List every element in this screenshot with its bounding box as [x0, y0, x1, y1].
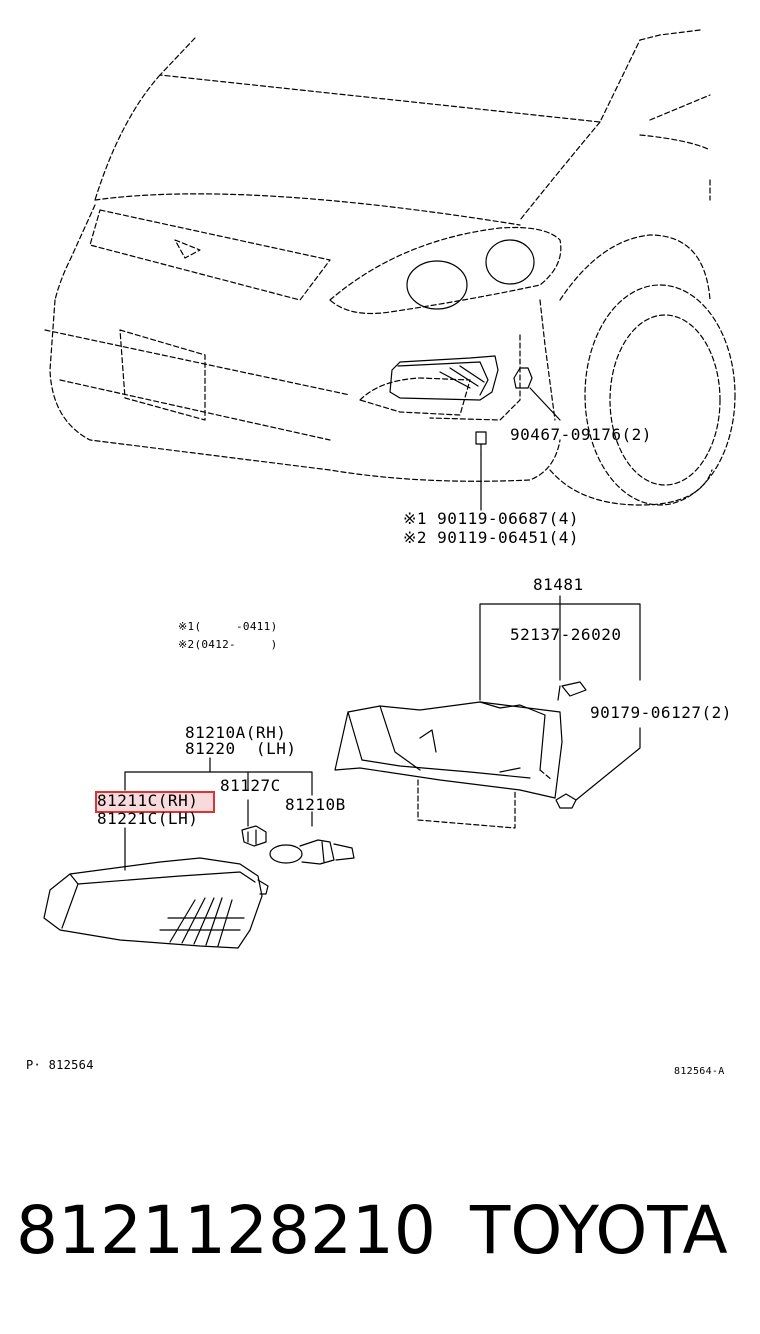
socket-drawing — [241, 825, 267, 847]
clip-installed — [513, 367, 533, 389]
label-81481[interactable]: 81481 — [533, 575, 584, 594]
part-number: 8121128210 — [16, 1192, 436, 1269]
label-bolt-1[interactable]: ※1 90119-06687(4) — [403, 509, 580, 528]
label-bolt-2[interactable]: ※2 90119-06451(4) — [403, 528, 580, 547]
fog-lamp-installed — [389, 355, 499, 401]
label-52137[interactable]: 52137-26020 — [510, 625, 622, 644]
car-front-illustration — [44, 29, 736, 506]
label-81221c[interactable]: 81221C(LH) — [97, 809, 199, 828]
label-90179[interactable]: 90179-06127(2) — [590, 703, 732, 722]
label-81210b[interactable]: 81210B — [285, 795, 346, 814]
page-reference: P· 812564 — [26, 1058, 94, 1072]
highlight-81211c — [95, 791, 215, 813]
clip-52137-drawing — [557, 681, 587, 701]
figure-reference: 812564-A — [674, 1066, 725, 1077]
leader-90467 — [529, 387, 561, 421]
label-81127c[interactable]: 81127C — [220, 776, 281, 795]
bolt-installed — [475, 431, 487, 456]
note-1: ※1( -0411) — [178, 620, 278, 633]
bracket-drawing — [334, 701, 563, 829]
label-81210a[interactable]: 81210A(RH) — [185, 723, 287, 742]
leader-90179 — [575, 727, 641, 801]
fog-lamp-lens-drawing — [43, 857, 269, 949]
label-90467[interactable]: 90467-09176(2) — [510, 425, 652, 444]
nut-90179-drawing — [555, 793, 577, 809]
leader-lamp-assy — [124, 757, 313, 796]
bulb-drawing — [269, 839, 355, 865]
note-2: ※2(0412- ) — [178, 638, 278, 651]
label-81220[interactable]: 81220 (LH) — [185, 739, 297, 758]
label-81211c[interactable]: 81211C(RH) — [97, 791, 199, 810]
brand-name: TOYOTA — [470, 1192, 728, 1269]
